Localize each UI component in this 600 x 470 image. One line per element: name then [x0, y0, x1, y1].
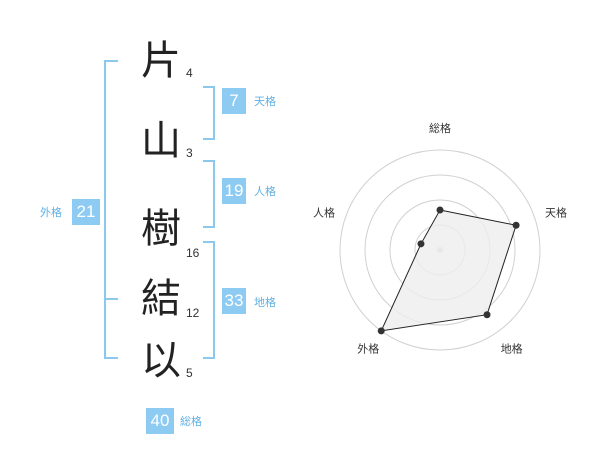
stroke-count-3: 16 [186, 246, 200, 260]
radar-points [377, 206, 520, 335]
chikaku-label: 地格 [254, 296, 276, 309]
radar-axis-label-2: 天格 [545, 205, 567, 219]
gaikaku-label: 外格 [40, 206, 62, 219]
gaikaku-bracket-divider [106, 298, 118, 300]
name-kanji-2: 山 [141, 118, 181, 164]
name-kanji-1: 片 [141, 38, 181, 84]
radar-axis-label-1: 総格 [429, 121, 451, 135]
soukaku-label: 総格 [180, 415, 202, 428]
name-kanji-3: 樹 [141, 206, 181, 252]
gaikaku-value-badge: 21 [72, 199, 100, 225]
radar-point-2 [512, 221, 520, 229]
radar-ring-4 [339, 149, 541, 351]
radar-axis-label-3: 地格 [501, 342, 523, 356]
radar-data-polygon [380, 209, 517, 332]
radar-point-5 [417, 240, 425, 248]
radar-axis-label-5: 人格 [313, 205, 335, 219]
radar-axis-label-4: 外格 [357, 342, 379, 356]
chikaku-bracket [203, 241, 215, 359]
tenkaku-value-badge: 7 [222, 88, 246, 114]
stroke-count-5: 5 [186, 366, 193, 380]
stroke-count-4: 12 [186, 306, 200, 320]
jinkaku-label: 人格 [254, 185, 276, 198]
jinkaku-bracket [203, 160, 215, 228]
stroke-count-1: 4 [186, 66, 193, 80]
chikaku-value-badge: 33 [222, 288, 246, 314]
tenkaku-bracket [203, 86, 215, 140]
name-kanji-4: 結 [141, 276, 181, 322]
radar-point-1 [436, 206, 444, 214]
radar-point-3 [483, 311, 491, 319]
name-kanji-5: 以 [141, 338, 181, 384]
radar-ring-3 [364, 174, 516, 326]
soukaku-value-badge: 40 [146, 408, 174, 434]
stroke-count-2: 3 [186, 146, 193, 160]
gaikaku-bracket [104, 60, 118, 359]
tenkaku-label: 天格 [254, 95, 276, 108]
jinkaku-value-badge: 19 [222, 178, 246, 204]
radar-point-4 [377, 327, 385, 335]
